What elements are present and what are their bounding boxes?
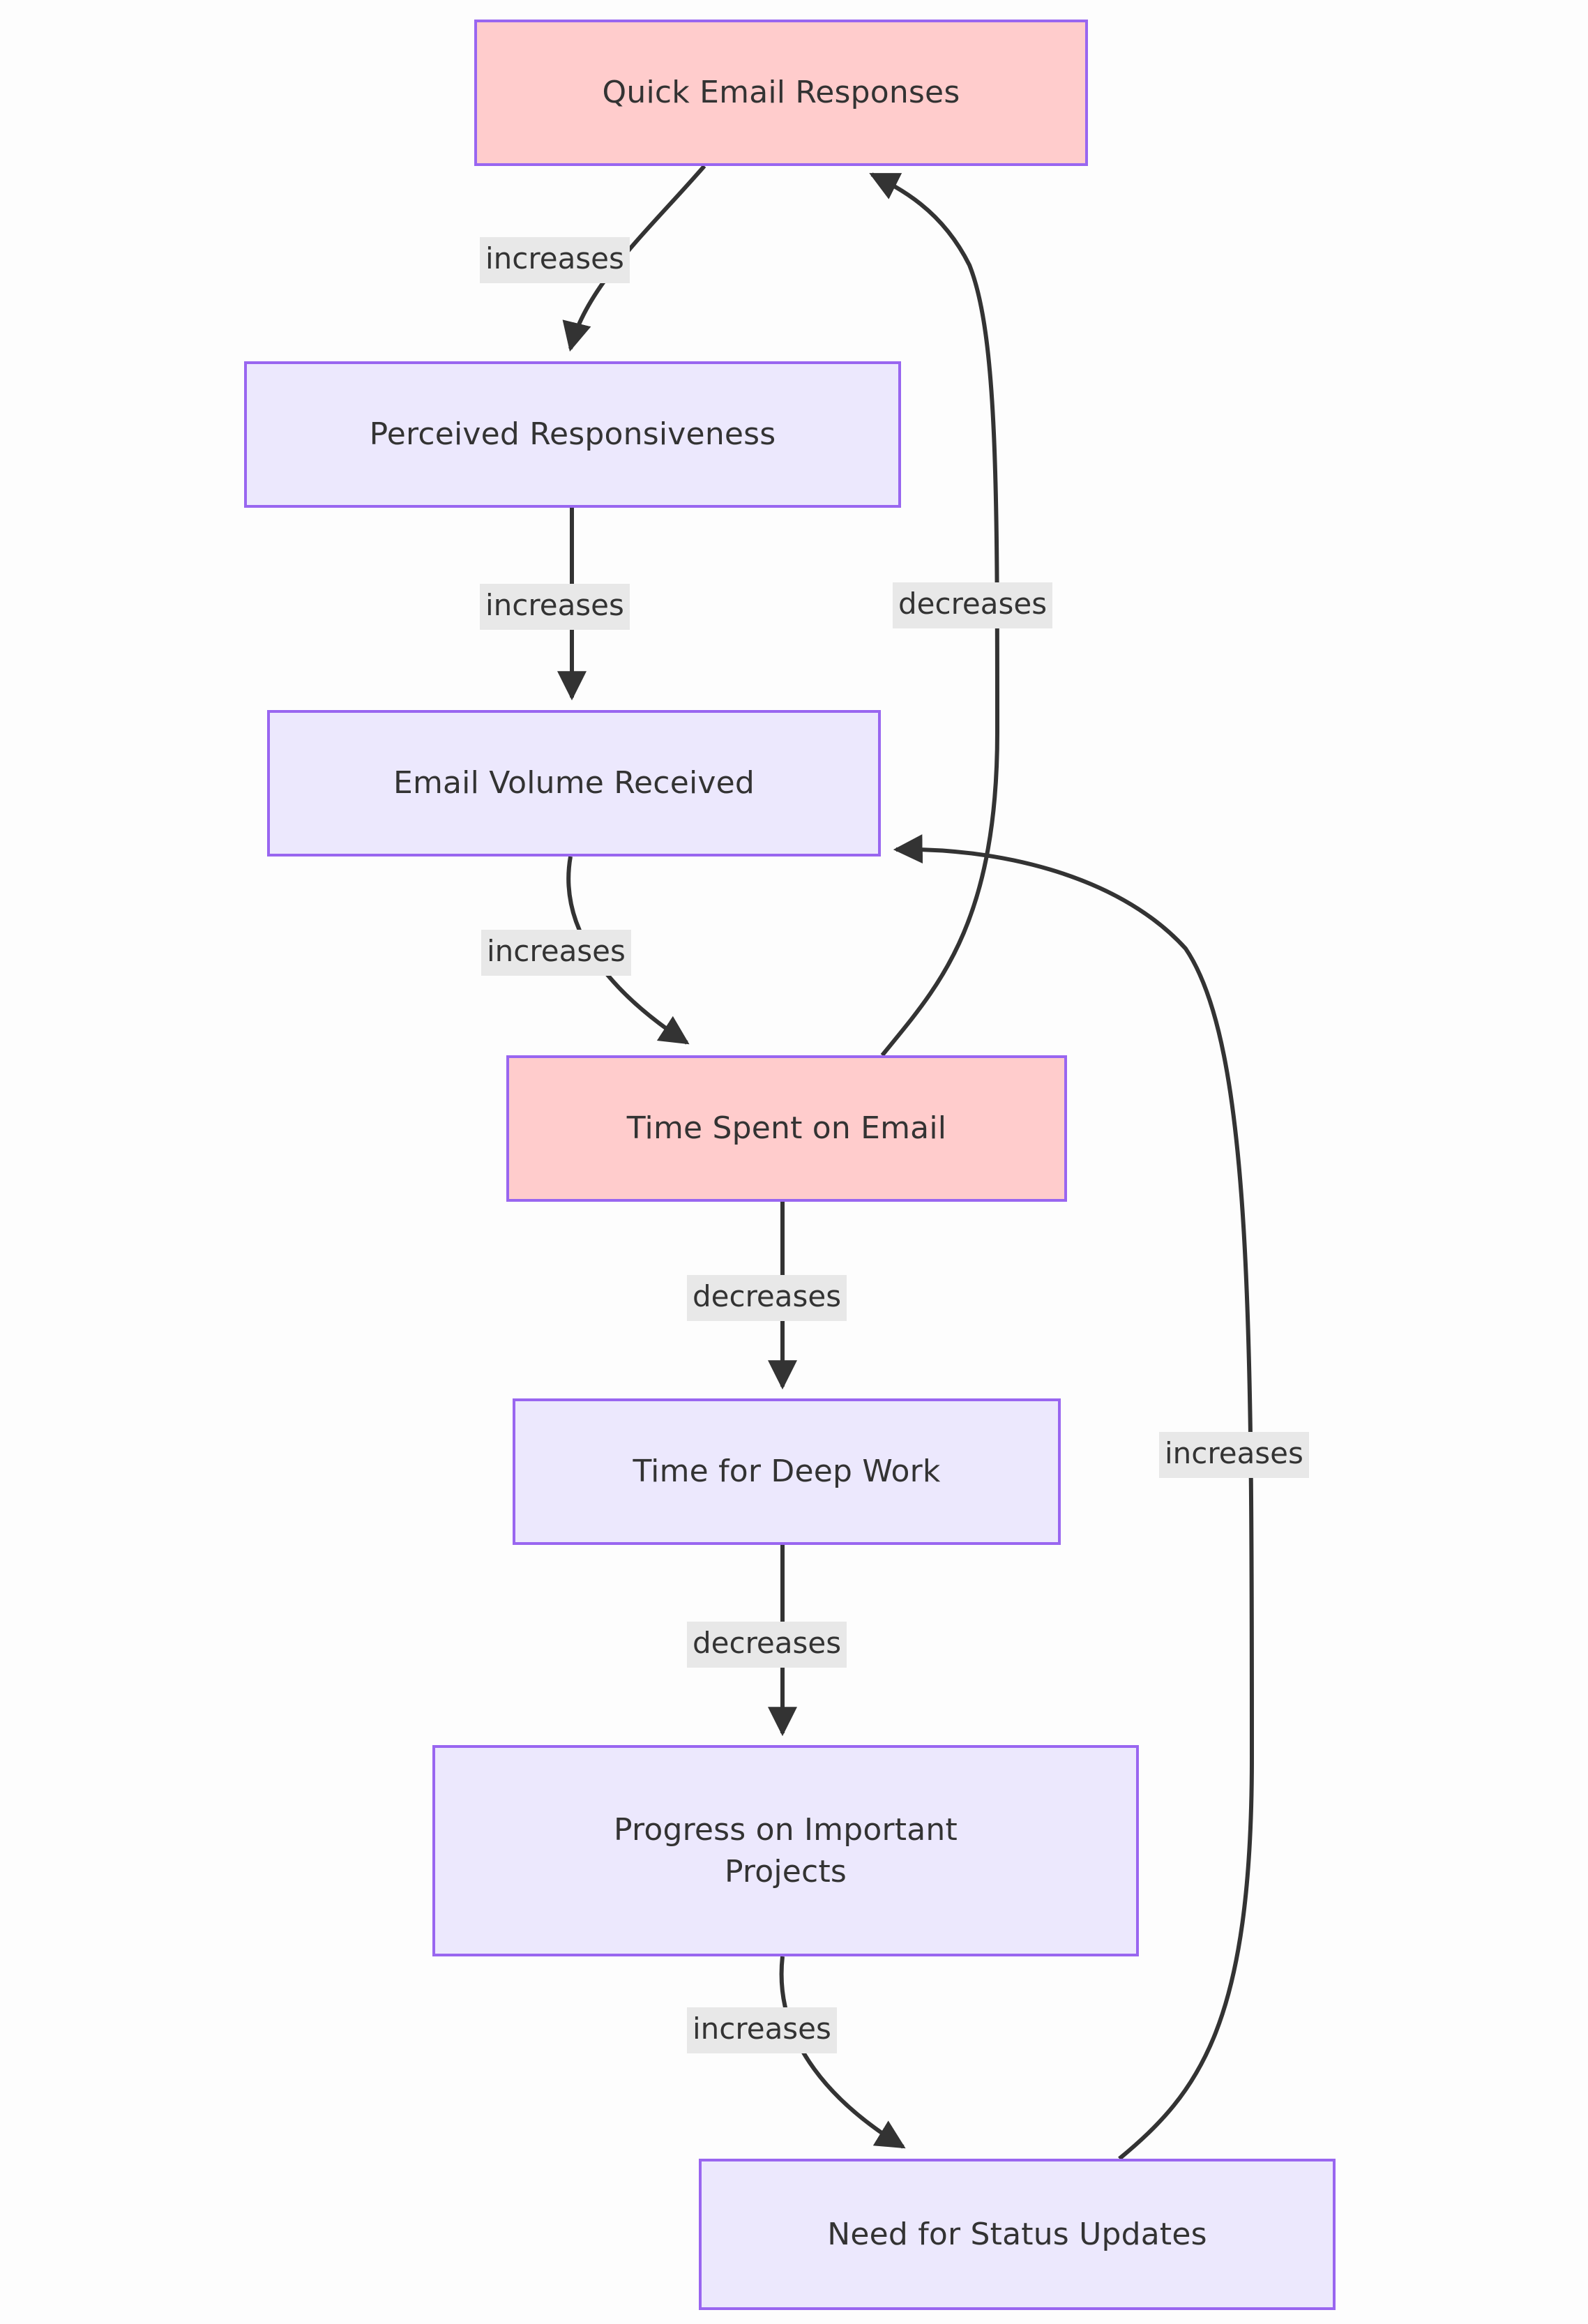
edge-label-decreases-deep-work-to-progress: decreases: [687, 1622, 847, 1668]
edge-label-increases-volume-to-time-spent: increases: [481, 930, 631, 976]
node-perceived-responsiveness[interactable]: Perceived Responsiveness: [244, 361, 901, 508]
node-need-for-status-updates[interactable]: Need for Status Updates: [699, 2159, 1336, 2310]
edge-time-spent-on-email-to-quick-email-responses: [869, 172, 1000, 1057]
node-label: Quick Email Responses: [602, 75, 960, 111]
node-label: Perceived Responsiveness: [369, 416, 776, 453]
edge-label-increases-quick-to-perceived: increases: [480, 237, 630, 283]
edge-label-increases-perceived-to-volume: increases: [480, 584, 630, 630]
node-time-spent-on-email[interactable]: Time Spent on Email: [506, 1055, 1067, 1202]
node-email-volume-received[interactable]: Email Volume Received: [267, 710, 881, 857]
node-quick-email-responses[interactable]: Quick Email Responses: [474, 20, 1088, 166]
edge-label-decreases-time-spent-to-quick: decreases: [893, 582, 1053, 628]
node-label: Time Spent on Email: [626, 1110, 947, 1147]
node-progress-on-important-projects[interactable]: Progress on Important Projects: [432, 1745, 1139, 1956]
edge-label-increases-progress-to-status: increases: [687, 2007, 837, 2053]
node-label: Time for Deep Work: [633, 1454, 941, 1490]
edge-progress-on-important-projects-to-need-for-status-updates: [779, 1956, 906, 2149]
node-time-for-deep-work[interactable]: Time for Deep Work: [513, 1398, 1061, 1545]
node-label: Need for Status Updates: [827, 2216, 1207, 2252]
node-label-line-2: Projects: [724, 1853, 847, 1889]
edge-label-increases-status-to-volume: increases: [1159, 1432, 1309, 1478]
node-label-line-1: Progress on Important: [614, 1812, 958, 1848]
edge-label-decreases-time-spent-to-deep-work: decreases: [687, 1275, 847, 1321]
edge-need-for-status-updates-to-email-volume-received: [893, 834, 1255, 2161]
node-label: Email Volume Received: [393, 765, 755, 801]
